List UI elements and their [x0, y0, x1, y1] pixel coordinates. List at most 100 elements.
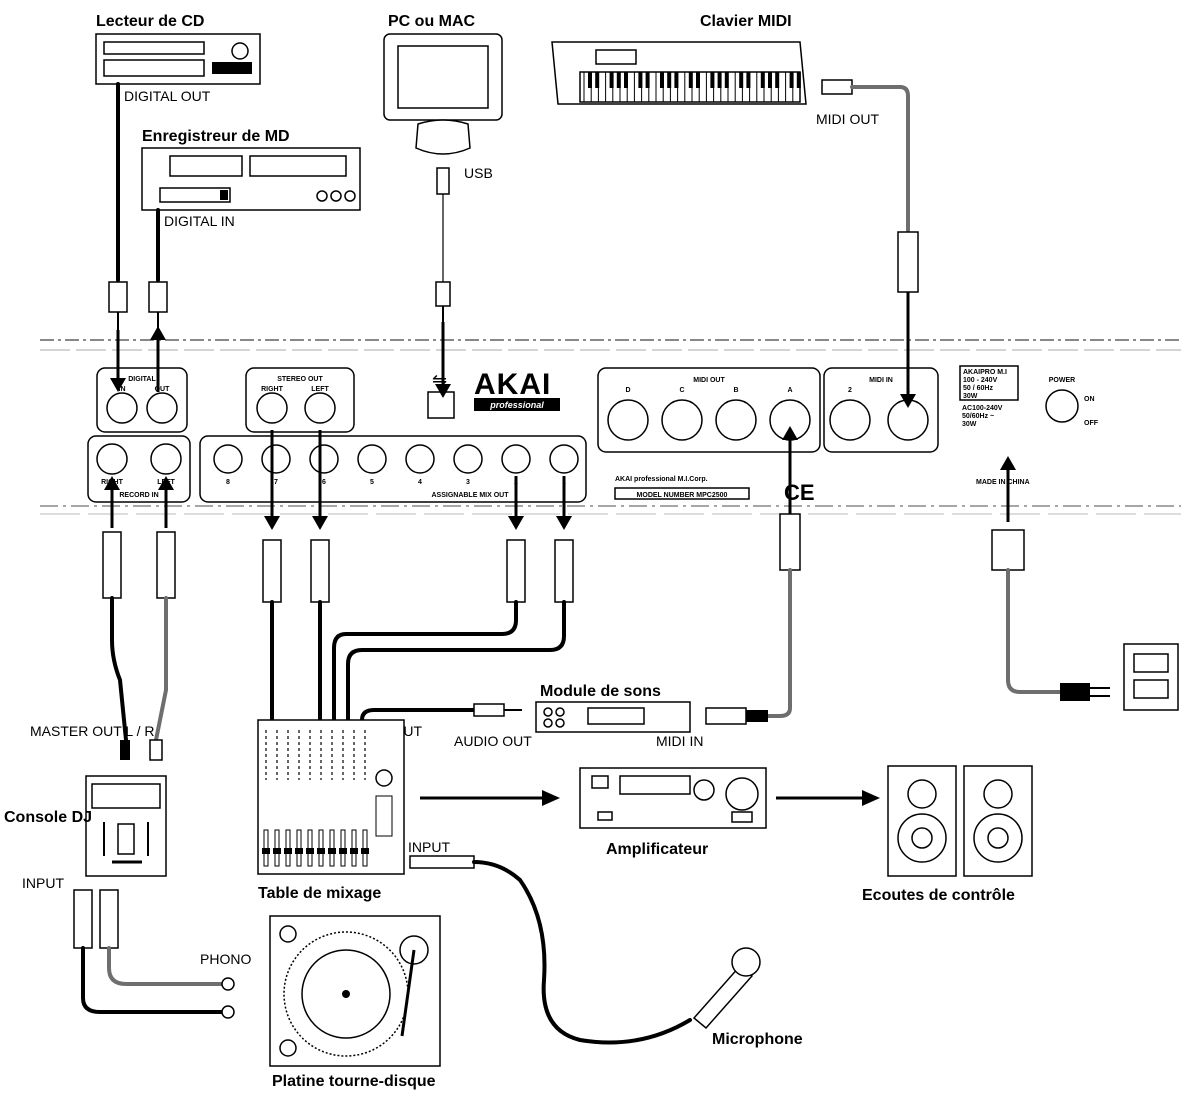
black-key — [645, 72, 650, 88]
microphone-label: Microphone — [712, 1031, 803, 1048]
stereo-out-left-jack[interactable] — [304, 392, 336, 424]
black-key — [674, 72, 679, 88]
fader-cap[interactable] — [328, 848, 336, 854]
midi-out-jack-D[interactable] — [607, 399, 649, 441]
black-key — [638, 72, 643, 88]
midi-out-jack-B[interactable] — [715, 399, 757, 441]
black-key — [796, 72, 801, 88]
fader-cap[interactable] — [262, 848, 270, 854]
fader-cap[interactable] — [361, 848, 369, 854]
panel-midi-out-label: MIDI OUT — [693, 377, 725, 384]
fader-cap[interactable] — [350, 848, 358, 854]
monitors-label: Ecoutes de contrôle — [862, 887, 1015, 904]
mix-out-number-7: 7 — [274, 479, 278, 486]
turntable-label: Platine tourne-disque — [272, 1073, 436, 1090]
record-in-label: RECORD IN — [119, 492, 158, 499]
panel-midi-in-label: MIDI IN — [869, 377, 893, 384]
mixer-master-knob[interactable] — [375, 769, 393, 787]
black-key — [624, 72, 628, 88]
computer-label: PC ou MAC — [388, 13, 476, 30]
fader-cap[interactable] — [273, 848, 281, 854]
black-key — [688, 72, 693, 88]
power-switch[interactable] — [1045, 389, 1079, 423]
amplifier-label: Amplificateur — [606, 841, 708, 858]
usb-label: USB — [464, 165, 493, 181]
cd-player-label: Lecteur de CD — [96, 13, 204, 30]
black-key — [588, 72, 592, 88]
dj-console-label: Console DJ — [4, 809, 92, 826]
black-key — [768, 72, 772, 88]
black-key — [746, 72, 751, 88]
mix-out-number-8: 8 — [226, 479, 230, 486]
bottom-cables — [73, 513, 1110, 1045]
black-key — [739, 72, 744, 88]
mix-out-jack-7[interactable] — [261, 444, 291, 474]
sound-module: Module de sons AUDIO OUT MIDI IN INPUT — [380, 683, 703, 749]
stereo-out-label: STEREO OUT — [277, 376, 323, 383]
panel-digital-out-label: OUT — [155, 386, 171, 393]
record-in-left-jack[interactable] — [150, 443, 182, 475]
akai-logo: AKAI — [474, 368, 551, 401]
digital-out-jack[interactable] — [146, 392, 178, 424]
md-recorder-label: Enregistreur de MD — [142, 128, 290, 145]
panel-arrows — [104, 292, 1016, 530]
mixer-channel-strips — [262, 730, 393, 867]
black-key — [789, 72, 794, 88]
midi-out-jack-C[interactable] — [661, 399, 703, 441]
digital-in-jack[interactable] — [106, 392, 138, 424]
fader-cap[interactable] — [295, 848, 303, 854]
panel-digital-in-label: IN — [119, 386, 126, 393]
record-in-right-jack[interactable] — [96, 443, 128, 475]
midi-out-port-label-D: D — [625, 387, 630, 394]
fader-cap[interactable] — [317, 848, 325, 854]
rating-line: 100 - 240V — [963, 377, 998, 384]
akai-logo-bar — [474, 398, 560, 411]
black-key — [760, 72, 765, 88]
fader-cap[interactable] — [339, 848, 347, 854]
fader-cap[interactable] — [284, 848, 292, 854]
assignable-mix-out-jacks: 87654321 — [213, 444, 579, 486]
akai-logo-sub: professional — [489, 400, 544, 410]
mix-out-jack-4[interactable] — [405, 444, 435, 474]
fader-cap[interactable] — [306, 848, 314, 854]
top-cables — [108, 79, 919, 330]
midi-in-port-label-2: 2 — [848, 387, 852, 394]
dj-input-label: INPUT — [22, 875, 64, 891]
mix-out-jack-2[interactable] — [501, 444, 531, 474]
digital-out-label: DIGITAL OUT — [124, 88, 211, 104]
power-label: POWER — [1049, 377, 1075, 384]
sound-module-midi-in-label: MIDI IN — [656, 733, 703, 749]
keyboard-keys — [583, 72, 801, 102]
cd-player: Lecteur de CD DIGITAL OUT — [95, 13, 261, 104]
wall-outlet — [1123, 643, 1179, 711]
midi-in-jack-2[interactable] — [829, 399, 871, 441]
rating-line: AKAIPRO M.I — [963, 369, 1007, 376]
stereo-out-left-label: LEFT — [311, 386, 329, 393]
mix-out-number-3: 3 — [466, 479, 470, 486]
midi-out-port-label-A: A — [787, 387, 792, 394]
mix-out-jack-5[interactable] — [357, 444, 387, 474]
svg-text:50/60Hz ~: 50/60Hz ~ — [962, 413, 994, 420]
black-key — [775, 72, 780, 88]
made-in-label: MADE IN CHINA — [976, 479, 1030, 486]
black-key — [667, 72, 672, 88]
amplifier: Amplificateur — [579, 767, 767, 858]
mic-input-label: INPUT — [408, 839, 450, 855]
mix-out-number-6: 6 — [322, 479, 326, 486]
turntable: PHONO Platine tourne-disque — [200, 915, 441, 1090]
mixer-label: Table de mixage — [258, 885, 381, 902]
usb-port[interactable] — [427, 391, 455, 419]
mix-out-jack-3[interactable] — [453, 444, 483, 474]
rating-line: 30W — [963, 393, 978, 400]
mix-out-jack-1[interactable] — [549, 444, 579, 474]
company-label: AKAI professional M.I.Corp. — [615, 476, 708, 483]
mix-out-jack-8[interactable] — [213, 444, 243, 474]
rear-panel: DIGITAL IN OUT RIGHT LEFT RECORD IN STER… — [40, 339, 1181, 515]
mix-out-jack-6[interactable] — [309, 444, 339, 474]
mixer-meter — [375, 795, 393, 837]
stereo-out-right-jack[interactable] — [256, 392, 288, 424]
svg-text:AC100-240V: AC100-240V — [962, 405, 1003, 412]
master-out-label: MASTER OUT L / R — [30, 723, 154, 739]
microphone: Microphone — [692, 947, 803, 1048]
